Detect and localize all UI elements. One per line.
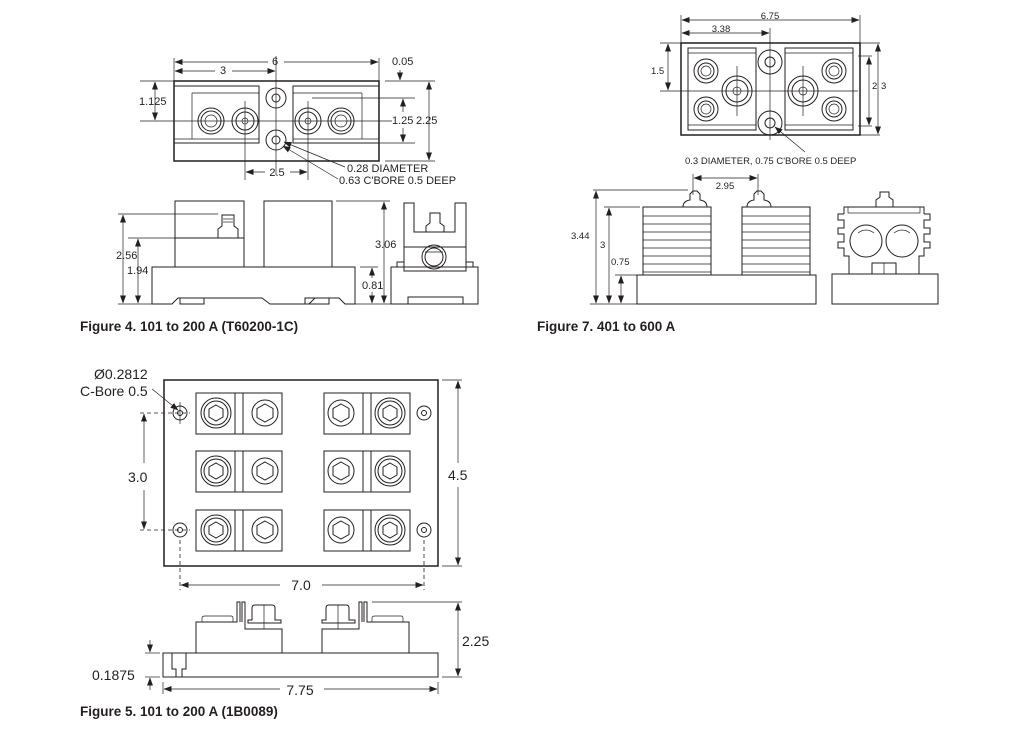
dim-overall-height: 2.25 [462,633,489,649]
dim-left-height: 1.5 [651,66,664,77]
stud-icon [425,212,445,232]
figure-4: 6 3 0.05 1.125 1.25 2.25 2.5 0.28 DIAMET… [80,56,479,334]
hex-bolt-icon [251,399,279,427]
terminal-block-right [784,47,854,131]
dim-overall-width: 6.75 [761,11,780,22]
hex-bolt-icon [251,457,279,485]
dim-height-block: 1.94 [127,265,148,277]
screw-icon [374,514,406,546]
hex-bolt-icon [327,516,355,544]
hole-note-line1: Ø0.2812 [94,366,148,382]
screw-icon [374,455,406,487]
terminal-block-left [195,601,283,653]
dim-half-width: 3 [220,65,226,77]
dim-overall-depth: 3 [881,81,886,92]
hex-bolt-icon [327,399,355,427]
base [162,652,439,678]
hole-note: 0.3 DIAMETER, 0.75 C'BORE 0.5 DEEP [685,156,856,167]
dim-overall-length: 7.75 [286,682,313,698]
figure-4-side-view: 2.56 1.94 3.06 0.81 [116,200,479,305]
wire-port-icon [849,224,883,258]
dim-overall-depth: 4.5 [448,467,468,483]
terminal-block-right [292,85,380,144]
dim-base-height: 0.81 [362,280,383,292]
stud-icon [682,190,708,208]
dim-hole-spacing: 2 [872,81,877,92]
mounting-hole-icon [416,522,432,538]
figure-5-caption: Figure 5. 101 to 200 A (1B0089) [80,704,278,719]
screw-icon [200,455,232,487]
figure-4-top-view: 6 3 0.05 1.125 1.25 2.25 2.5 0.28 DIAMET… [139,56,456,187]
figure-7-caption: Figure 7. 401 to 600 A [537,319,676,334]
terminal-block-right [741,206,811,276]
screw-icon [693,96,719,122]
stud-icon [217,214,239,238]
figure-7-top-view: 6.75 3.38 1.5 2 3 0.3 DIAMETER, 0.75 C'B… [651,11,886,167]
dim-edge-offset: 0.05 [392,56,413,68]
dim-left-height: 1.125 [139,96,167,108]
terminal-block-left [174,200,245,268]
dim-height-stud: 2.56 [116,250,137,262]
mounting-hole-icon [416,405,432,421]
hex-bolt-icon [327,457,355,485]
dim-overall-height: 3.44 [571,231,590,242]
hex-bolt-icon [247,604,282,624]
hex-bolt-icon [321,604,356,624]
figure-7-side-view: 2.95 [571,174,939,305]
dim-hole-spacing: 1.25 [392,115,413,127]
stud-icon [875,191,894,207]
stud-icon [746,190,772,208]
dim-half-width: 3.38 [712,24,731,35]
dim-base-height: 0.75 [611,257,630,268]
figure-5-side-view: 2.25 0.1875 7.75 [92,601,489,698]
dim-overall-height: 3.06 [375,239,396,251]
dim-overall-width: 6 [272,56,278,68]
dim-stud-spacing: 2.95 [716,181,735,192]
dim-overall-depth: 2.25 [416,115,437,127]
hex-bolt-icon [251,516,279,544]
terminal-block-left [642,206,712,276]
base [390,266,479,305]
dim-base-slot: 0.1875 [92,667,135,683]
base [636,274,817,305]
dim-block-height: 3 [600,240,605,251]
screw-icon [200,514,232,546]
screw-icon [200,397,232,429]
screw-icon [693,58,719,84]
figure-7: 6.75 3.38 1.5 2 3 0.3 DIAMETER, 0.75 C'B… [537,11,939,334]
wire-port-icon [421,244,447,270]
figure-5: Ø0.2812 C-Bore 0.5 3.0 4.5 7.0 [80,366,489,719]
screw-icon [374,397,406,429]
dim-hole-spacing-horizontal: 7.0 [291,577,311,593]
screw-icon [821,58,847,84]
base [831,273,939,305]
hole-note-line1: 0.28 DIAMETER [347,163,428,175]
figure-4-caption: Figure 4. 101 to 200 A (T60200-1C) [80,319,298,334]
hole-note-line2: C-Bore 0.5 [80,383,148,399]
hole-note-line2: 0.63 C'BORE 0.5 DEEP [339,175,456,187]
wire-port-icon [885,224,919,258]
base-outline [163,379,439,567]
terminal-block-right [321,601,410,653]
dim-hole-spacing-vertical: 3.0 [128,469,148,485]
dim-stud-spacing: 2.5 [269,167,284,179]
terminal-block-right [263,200,333,268]
screw-icon [821,96,847,122]
terminal-block-left [687,47,757,131]
figure-5-top-view: Ø0.2812 C-Bore 0.5 3.0 4.5 7.0 [80,366,468,593]
terminal-block-left [173,85,260,144]
